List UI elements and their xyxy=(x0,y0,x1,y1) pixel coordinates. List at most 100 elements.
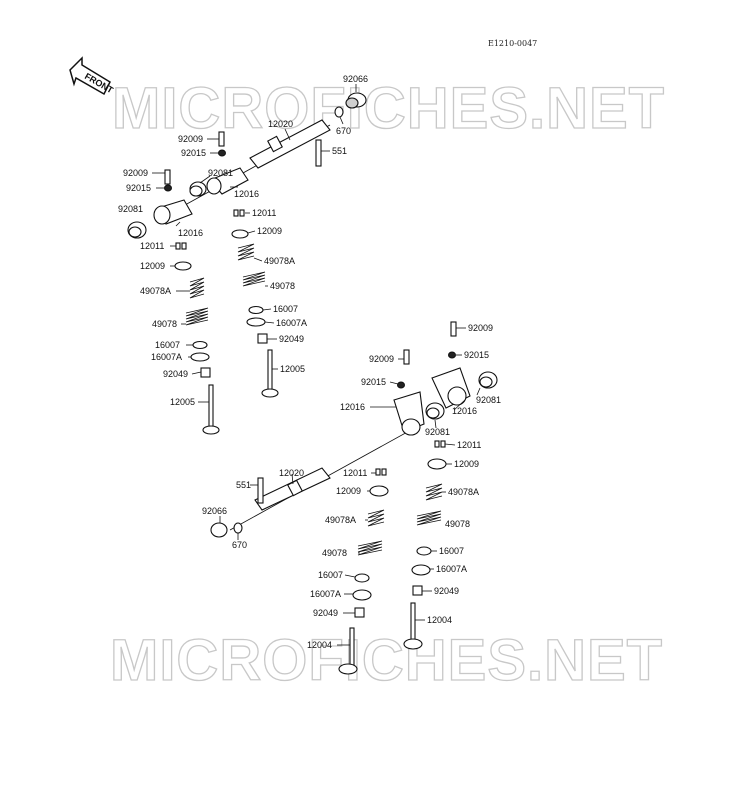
label-12020-top: 12020 xyxy=(268,119,293,129)
seat-16007-d xyxy=(416,546,432,556)
watermark-top: MICROFICHES.NET xyxy=(112,76,665,141)
valve-12005-a xyxy=(261,349,279,398)
nut-92015-a xyxy=(218,149,226,157)
seat-16007-b xyxy=(192,340,208,350)
label-12009-d: 12009 xyxy=(454,459,479,469)
valve-12005-b xyxy=(202,384,220,435)
plug-92066-top xyxy=(334,92,367,118)
plug-92066-bottom xyxy=(210,522,243,538)
label-12016-d: 12016 xyxy=(452,406,477,416)
keeper-12011-d xyxy=(434,440,446,448)
label-92066-bottom: 92066 xyxy=(202,506,227,516)
label-670-bottom: 670 xyxy=(232,540,247,550)
inner-spring-49078A-a xyxy=(237,243,255,261)
rocker-arm-12016-b xyxy=(153,199,193,225)
label-12016-a: 12016 xyxy=(234,189,259,199)
label-92009-a: 92009 xyxy=(178,134,203,144)
inner-spring-49078A-c xyxy=(367,509,385,527)
label-92081-b: 92081 xyxy=(118,204,143,214)
valve-12004-b xyxy=(338,627,358,675)
inner-spring-49078A-b xyxy=(189,277,205,299)
label-16007A-a: 16007A xyxy=(276,318,307,328)
label-551-top: 551 xyxy=(332,146,347,156)
label-92081-a: 92081 xyxy=(208,168,233,178)
seat-16007-a xyxy=(248,305,264,315)
label-92009-c: 92009 xyxy=(369,354,394,364)
label-12016-b: 12016 xyxy=(178,228,203,238)
label-92049-d: 92049 xyxy=(434,586,459,596)
label-16007A-c: 16007A xyxy=(310,589,341,599)
seat-16007A-d xyxy=(411,564,431,576)
nut-92015-c xyxy=(397,381,405,389)
seal-92049-c xyxy=(354,607,365,618)
rocker-arm-12016-c xyxy=(393,391,425,436)
screw-92009-b xyxy=(164,169,171,185)
nut-92015-b xyxy=(164,184,172,192)
label-12005-a: 12005 xyxy=(280,364,305,374)
label-12016-c: 12016 xyxy=(340,402,365,412)
outer-spring-49078-c xyxy=(357,540,383,556)
label-92081-d: 92081 xyxy=(425,427,450,437)
front-arrow-icon: FRONT xyxy=(69,56,115,95)
label-49078-b: 49078 xyxy=(152,319,177,329)
keeper-12011-b xyxy=(175,242,187,250)
label-16007-c: 16007 xyxy=(318,570,343,580)
leader-lines xyxy=(152,84,481,646)
seal-92049-b xyxy=(200,367,211,378)
screw-92009-a xyxy=(218,131,225,147)
label-12020-bottom: 12020 xyxy=(279,468,304,478)
label-12011-b: 12011 xyxy=(140,241,164,251)
document-code: E1210-0047 xyxy=(488,39,537,48)
seat-16007A-b xyxy=(190,352,210,362)
label-670-top: 670 xyxy=(336,126,351,136)
inner-spring-49078A-d xyxy=(425,483,443,501)
label-92009-b: 92009 xyxy=(123,168,148,178)
seat-16007-c xyxy=(354,573,370,583)
keeper-12011-c xyxy=(375,468,387,476)
label-49078-a: 49078 xyxy=(270,281,295,291)
watermark-bottom: MICROFICHES.NET xyxy=(110,628,663,693)
label-92049-a: 92049 xyxy=(279,334,304,344)
label-92015-a: 92015 xyxy=(181,148,206,158)
label-12005-b: 12005 xyxy=(170,397,195,407)
label-92015-b: 92015 xyxy=(126,183,151,193)
outer-spring-49078-b xyxy=(185,307,209,326)
label-92049-c: 92049 xyxy=(313,608,338,618)
label-12004-b: 12004 xyxy=(307,640,332,650)
label-49078A-b: 49078A xyxy=(140,286,171,296)
retainer-12009-a xyxy=(231,229,249,239)
pin-551-bottom xyxy=(257,477,264,504)
label-49078-d: 49078 xyxy=(445,519,470,529)
label-92049-b: 92049 xyxy=(163,369,188,379)
label-16007-a: 16007 xyxy=(273,304,298,314)
pin-551-top xyxy=(315,139,322,167)
seal-92049-d xyxy=(412,585,423,596)
label-49078A-a: 49078A xyxy=(264,256,295,266)
label-12009-c: 12009 xyxy=(336,486,361,496)
label-92015-c: 92015 xyxy=(361,377,386,387)
keeper-12011-a xyxy=(233,209,245,217)
label-92066-top: 92066 xyxy=(343,74,368,84)
outer-spring-49078-d xyxy=(416,510,442,526)
rocker-shaft-bottom xyxy=(229,424,421,531)
label-49078-c: 49078 xyxy=(322,548,347,558)
label-92081-c: 92081 xyxy=(476,395,501,405)
outer-spring-49078-a xyxy=(242,271,266,287)
label-12011-c: 12011 xyxy=(343,468,367,478)
spring-92081-b xyxy=(127,221,147,239)
seal-92049-a xyxy=(257,333,268,344)
label-16007-d: 16007 xyxy=(439,546,464,556)
part-labels: 92066 670 12020 551 92009 92015 92009 92… xyxy=(118,74,501,650)
retainer-12009-d xyxy=(427,458,447,470)
label-92015-d: 92015 xyxy=(464,350,489,360)
label-16007A-b: 16007A xyxy=(151,352,182,362)
label-551-bottom: 551 xyxy=(236,480,251,490)
label-12004-a: 12004 xyxy=(427,615,452,625)
label-12009-a: 12009 xyxy=(257,226,282,236)
label-49078A-d: 49078A xyxy=(448,487,479,497)
rocker-arm-12016-d xyxy=(431,367,471,409)
seat-16007A-a xyxy=(246,317,266,327)
spring-92081-a xyxy=(189,181,207,197)
retainer-12009-b xyxy=(174,261,192,271)
